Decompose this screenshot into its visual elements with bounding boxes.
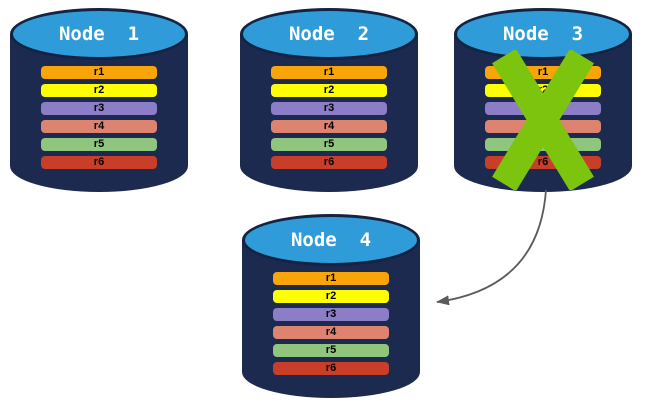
node-label: Node 4 xyxy=(290,229,372,251)
replica-bar-r1: r1 xyxy=(271,66,387,79)
replica-bar-r3: r3 xyxy=(273,308,389,321)
node-label: Node 2 xyxy=(288,23,370,45)
replica-bar-r4: r4 xyxy=(271,120,387,133)
replica-bar-r6: r6 xyxy=(271,156,387,169)
replica-bar-r6: r6 xyxy=(41,156,157,169)
cylinder-top: Node 1 xyxy=(10,8,188,60)
cylinder-top: Node 4 xyxy=(242,214,420,266)
replica-bar-r6: r6 xyxy=(273,362,389,375)
failed-x-icon xyxy=(492,50,594,190)
replica-bar-r1: r1 xyxy=(273,272,389,285)
replica-bar-r4: r4 xyxy=(273,326,389,339)
replica-bar-r5: r5 xyxy=(273,344,389,357)
replica-bar-r2: r2 xyxy=(41,84,157,97)
replica-bar-r2: r2 xyxy=(271,84,387,97)
replica-bar-r3: r3 xyxy=(41,102,157,115)
replica-bar-r1: r1 xyxy=(41,66,157,79)
replica-stack: r1 r2 r3 r4 r5 r6 xyxy=(41,66,157,174)
replica-bar-r4: r4 xyxy=(41,120,157,133)
node-2: Node 2 r1 r2 r3 r4 r5 r6 xyxy=(240,8,418,192)
node-3: Node 3 r1 r2 r3 r4 r5 r6 xyxy=(454,8,632,192)
replica-bar-r2: r2 xyxy=(273,290,389,303)
node-4: Node 4 r1 r2 r3 r4 r5 r6 xyxy=(242,214,420,398)
replica-stack: r1 r2 r3 r4 r5 r6 xyxy=(271,66,387,174)
replica-stack: r1 r2 r3 r4 r5 r6 xyxy=(273,272,389,380)
replica-bar-r5: r5 xyxy=(41,138,157,151)
replica-bar-r3: r3 xyxy=(271,102,387,115)
node-label: Node 3 xyxy=(502,23,584,45)
node-label: Node 1 xyxy=(58,23,140,45)
cylinder-top: Node 3 xyxy=(454,8,632,60)
cylinder-top: Node 2 xyxy=(240,8,418,60)
failover-arrow xyxy=(436,189,547,306)
replica-bar-r5: r5 xyxy=(271,138,387,151)
node-1: Node 1 r1 r2 r3 r4 r5 r6 xyxy=(10,8,188,192)
